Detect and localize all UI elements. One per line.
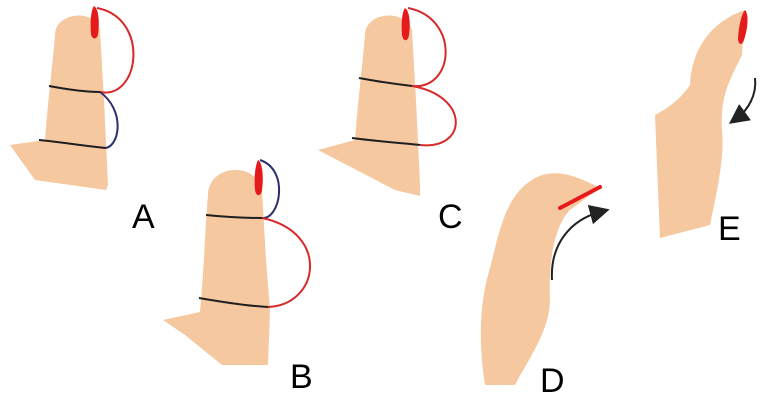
crease-a-1 bbox=[48, 85, 101, 93]
panel-e: E bbox=[655, 10, 757, 248]
panel-label-e: E bbox=[718, 210, 741, 248]
nail-d bbox=[558, 185, 602, 210]
blue-loop-a bbox=[99, 91, 119, 149]
crease-c-2 bbox=[351, 137, 421, 146]
crease-b-1 bbox=[205, 214, 263, 219]
panel-label-b: B bbox=[290, 358, 313, 396]
nail-c bbox=[401, 8, 410, 41]
finger-a bbox=[10, 15, 108, 190]
panel-label-d: D bbox=[540, 362, 565, 400]
nail-b bbox=[254, 160, 263, 196]
blue-loop-b bbox=[259, 159, 281, 220]
red-loop-c-1 bbox=[407, 7, 447, 88]
nail-a bbox=[90, 6, 99, 39]
panel-label-c: C bbox=[438, 198, 463, 236]
finger-b bbox=[163, 169, 270, 365]
nail-e bbox=[738, 10, 748, 44]
panel-c: C bbox=[318, 7, 463, 236]
crease-c-1 bbox=[358, 77, 413, 87]
curved-up-arrow bbox=[550, 204, 610, 281]
red-loop-c-2 bbox=[411, 85, 457, 147]
crease-a-2 bbox=[38, 139, 107, 149]
panel-a: A bbox=[10, 6, 155, 236]
panel-b: B bbox=[163, 159, 313, 396]
panel-d: D bbox=[480, 173, 610, 400]
finger-d bbox=[480, 173, 600, 385]
panel-label-a: A bbox=[132, 198, 155, 236]
red-loop-a bbox=[96, 7, 135, 94]
finger-c bbox=[318, 15, 420, 196]
crease-b-2 bbox=[198, 297, 269, 308]
red-loop-b bbox=[261, 217, 311, 308]
curved-down-arrow bbox=[728, 77, 757, 124]
finger-e bbox=[655, 10, 745, 238]
